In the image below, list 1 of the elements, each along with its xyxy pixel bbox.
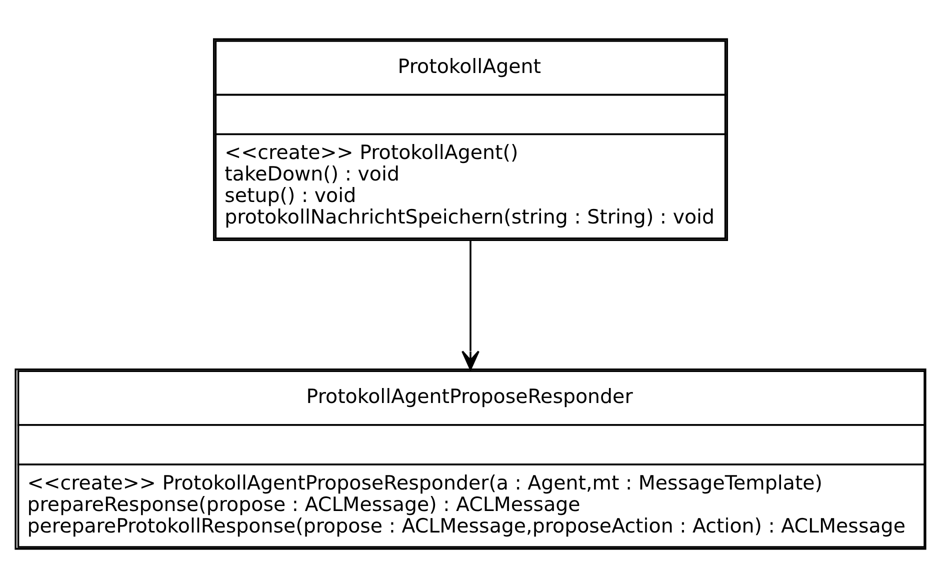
- arrow: [462, 240, 480, 370]
